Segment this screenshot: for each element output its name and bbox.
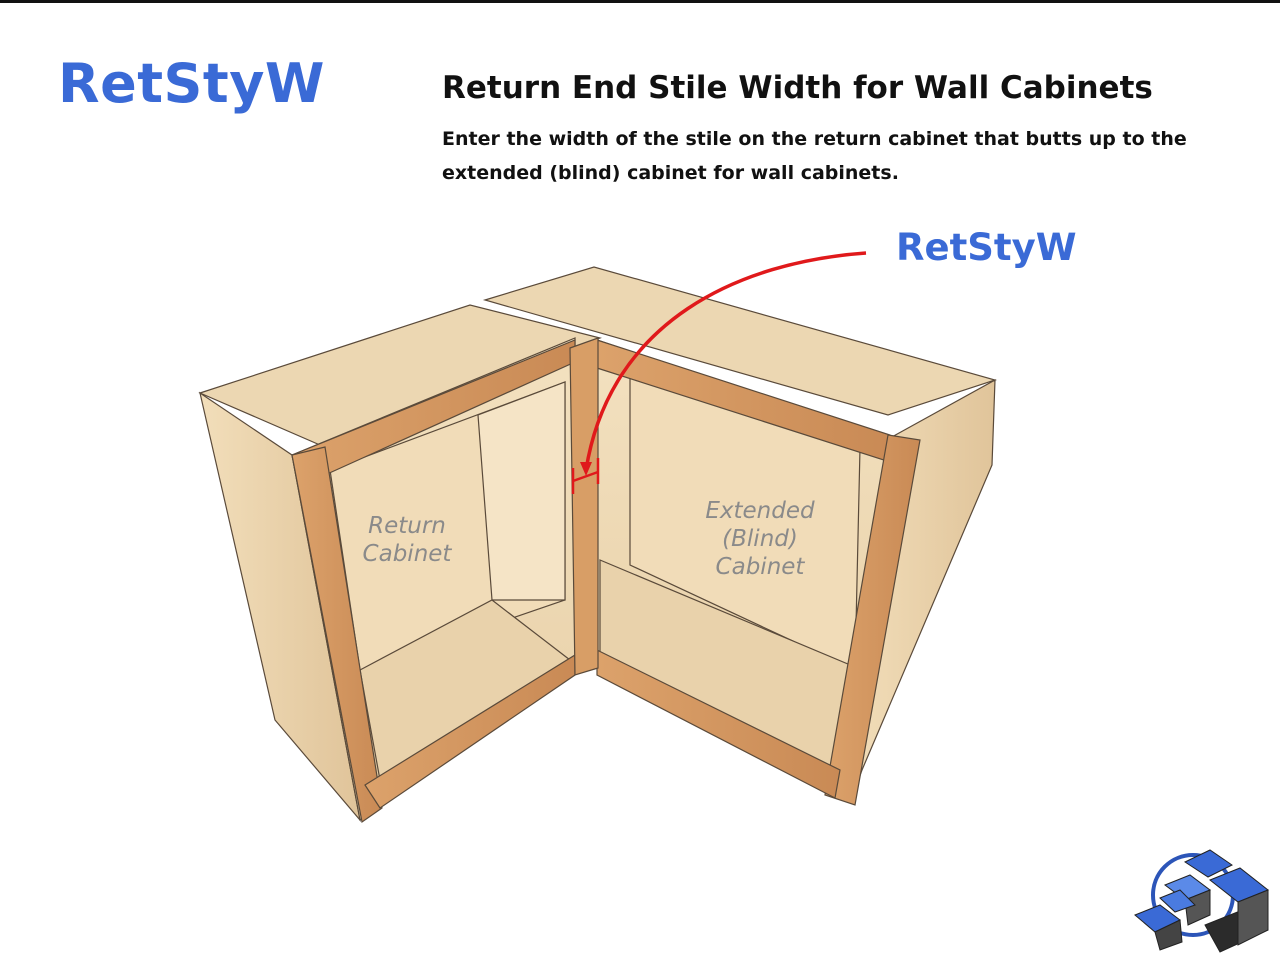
top-rule [0,0,1280,3]
return-cabinet-top [198,304,602,446]
return-frame-left-stile [291,446,383,824]
extended-frame-right-stile [824,434,921,806]
stile-width-dimension-icon [571,458,600,494]
arrow-head-icon [580,462,592,476]
company-logo-icon [1134,849,1269,953]
return-cabinet-right-panel [477,381,566,601]
return-cabinet [198,304,602,824]
callout-label: RetStyW [896,226,1077,269]
variable-title: RetStyW [58,52,325,115]
return-end-stile [569,337,599,676]
return-cabinet-label: Return Cabinet [362,513,452,567]
description-text: Enter the width of the stile on the retu… [442,128,1187,184]
page-heading: Return End Stile Width for Wall Cabinets [442,70,1153,106]
callout-arrow [584,251,867,471]
extended-cabinet-label: Extended (Blind) Cabinet [705,498,815,580]
